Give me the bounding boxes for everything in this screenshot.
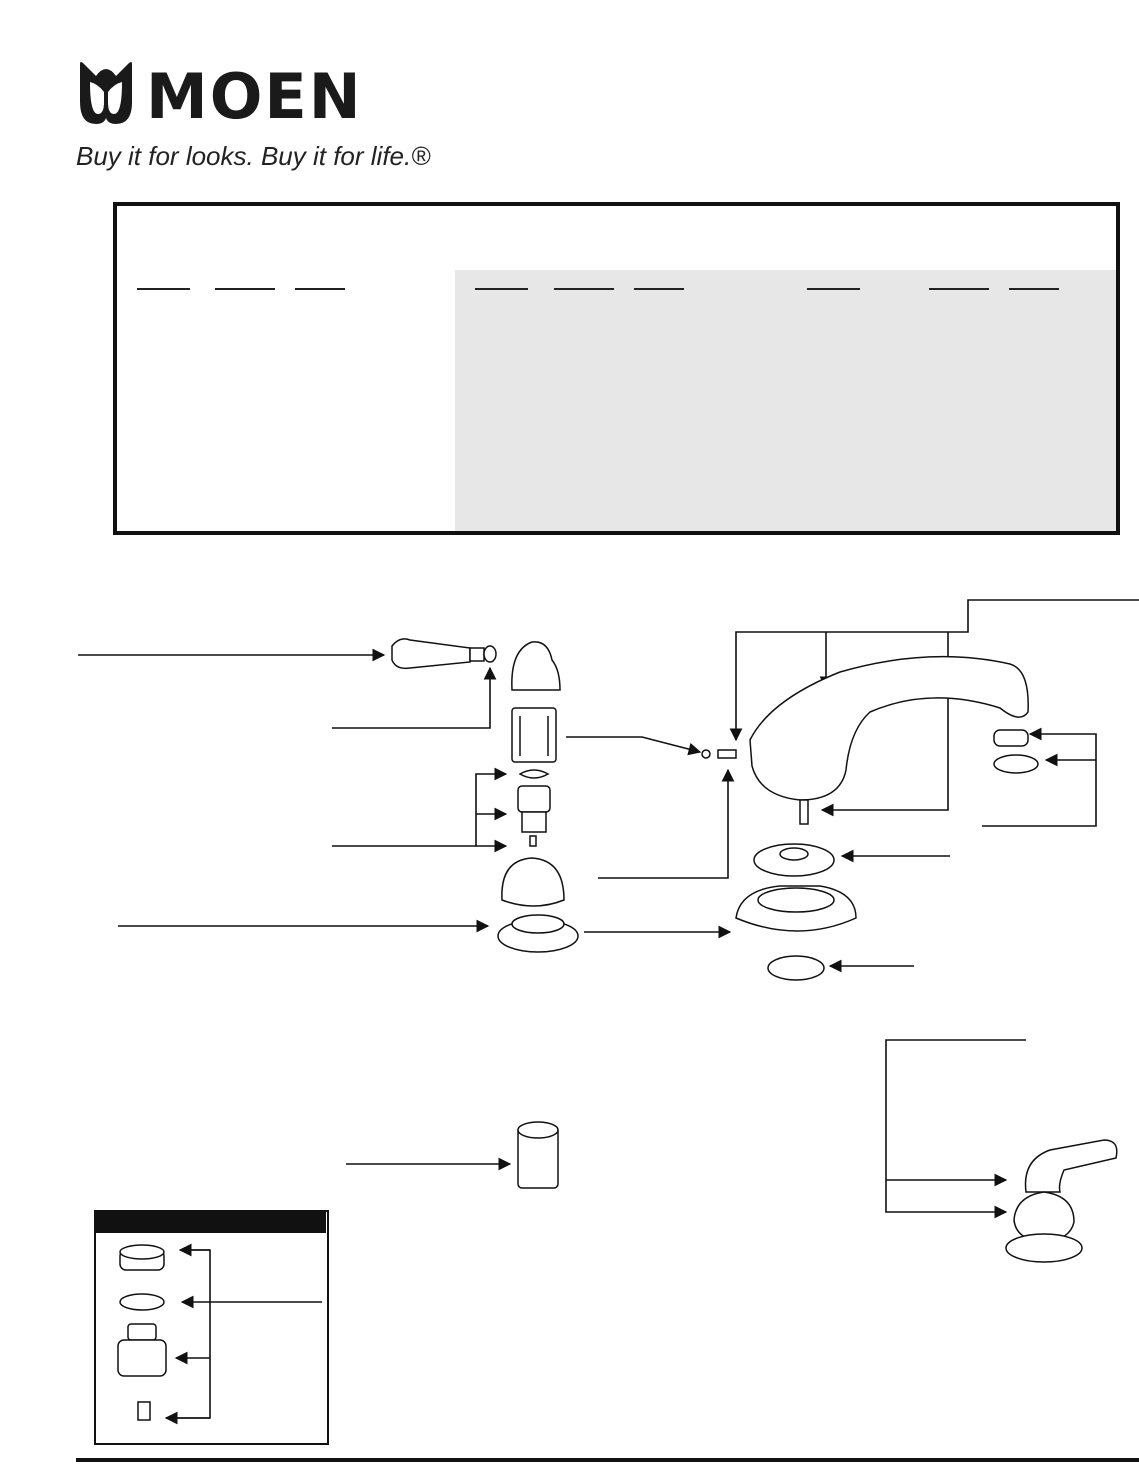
parts-table <box>113 202 1120 535</box>
lever-handle-part <box>391 638 485 670</box>
leader-line <box>566 736 702 756</box>
base-flange-part <box>497 914 579 953</box>
column-rule <box>1009 288 1059 290</box>
kit-seat-part <box>119 1244 165 1271</box>
column-rule <box>137 288 190 290</box>
aerator-part <box>993 729 1039 774</box>
alternate-lever-handle-part <box>1005 1139 1118 1263</box>
base-gasket-part <box>767 955 825 981</box>
brand-tagline: Buy it for looks. Buy it for life.® <box>76 141 431 171</box>
kit-screw-part <box>137 1401 151 1421</box>
spout-part <box>749 655 1029 801</box>
replacement-kit-box <box>94 1210 329 1445</box>
footer-rule <box>76 1458 1139 1462</box>
handle-hub-part <box>511 641 561 691</box>
spout-gasket-part <box>753 843 835 877</box>
column-rule <box>807 288 860 290</box>
replacement-kit-header <box>95 1211 326 1233</box>
parts-table-shaded-region <box>455 270 1116 531</box>
bonnet-part <box>501 857 565 907</box>
column-rule <box>475 288 528 290</box>
column-rule <box>634 288 684 290</box>
column-rule <box>554 288 614 290</box>
leader-line <box>982 727 1097 827</box>
o-ring-part <box>483 645 497 663</box>
screw-part <box>529 835 537 847</box>
kit-washer-part <box>119 1293 165 1311</box>
column-rule <box>295 288 345 290</box>
set-screw-part <box>717 749 737 759</box>
spout-base-part <box>735 885 857 932</box>
cartridge-part <box>517 785 551 833</box>
kit-stem-part <box>117 1323 167 1377</box>
leader-line <box>598 768 735 879</box>
spout-shank-part <box>799 799 809 825</box>
column-rule <box>929 288 989 290</box>
leader-line <box>729 599 1139 742</box>
leader-line <box>332 666 497 729</box>
set-screw-nut-part <box>701 749 711 759</box>
leader-line <box>332 767 508 847</box>
column-rule <box>215 288 275 290</box>
handle-adapter-part <box>511 707 557 763</box>
brand-wordmark: MOEN <box>146 60 363 133</box>
retaining-clip-part <box>518 769 550 779</box>
leader-line <box>885 1039 1026 1219</box>
extension-adapter-part <box>517 1121 559 1189</box>
moen-logo-icon <box>80 62 132 124</box>
exploded-parts-diagram <box>78 599 1139 1425</box>
